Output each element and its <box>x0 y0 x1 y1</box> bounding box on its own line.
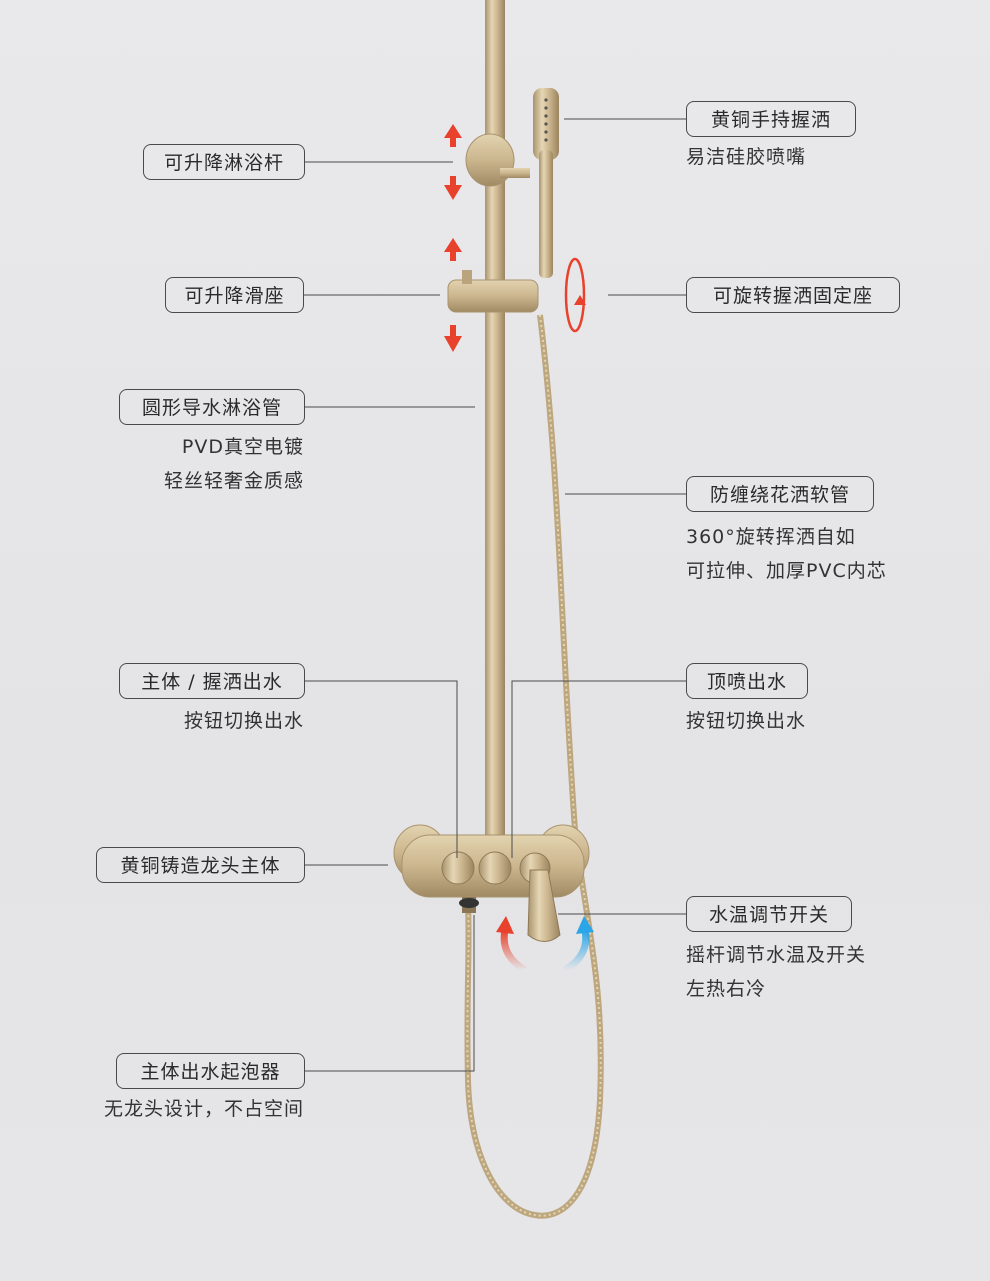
cold-arrow-icon <box>563 929 590 974</box>
temp-switch-sub-2: 左热右冷 <box>686 978 767 1000</box>
temp-switch-sub-1: 摇杆调节水温及开关 <box>686 944 867 966</box>
label-top-spray: 顶喷出水 <box>686 663 808 699</box>
label-handheld: 黄铜手持握洒 <box>686 101 856 137</box>
aerator-description: 无龙头设计，不占空间 <box>103 1098 304 1120</box>
shower-hose <box>464 314 604 1219</box>
hose-description: 360°旋转挥洒自如 可拉伸、加厚PVC内芯 <box>686 520 887 588</box>
label-hose: 防缠绕花洒软管 <box>686 476 874 512</box>
label-round-pipe: 圆形导水淋浴管 <box>119 389 305 425</box>
round-pipe-sub-2: 轻丝轻奢金质感 <box>163 470 304 492</box>
temperature-lever <box>527 869 561 942</box>
handheld-description: 易洁硅胶喷嘴 <box>686 146 807 168</box>
label-temp-switch: 水温调节开关 <box>686 896 852 932</box>
top-spray-description: 按钮切换出水 <box>686 710 807 732</box>
up-down-arrow-icon <box>444 124 462 352</box>
outlet-button <box>441 851 475 885</box>
label-aerator: 主体出水起泡器 <box>116 1053 305 1089</box>
round-pipe-description: PVD真空电镀 轻丝轻奢金质感 <box>164 430 304 498</box>
top-spray-button <box>478 851 512 885</box>
temp-switch-description: 摇杆调节水温及开关 左热右冷 <box>686 938 866 1006</box>
leader-lines <box>304 118 686 1072</box>
hot-arrow-icon <box>500 929 527 974</box>
hose-sub-1: 360°旋转挥洒自如 <box>686 526 856 548</box>
round-pipe-sub-1: PVD真空电镀 <box>181 436 304 458</box>
label-body-outlet: 主体 / 握洒出水 <box>119 663 305 699</box>
lift-slider <box>447 279 539 313</box>
label-lift-slider: 可升降滑座 <box>165 277 304 313</box>
wall-bracket-upper <box>465 133 515 187</box>
rotate-arrow-icon <box>564 257 586 333</box>
label-brass-body: 黄铜铸造龙头主体 <box>96 847 305 883</box>
label-rotating-holder: 可旋转握洒固定座 <box>686 277 900 313</box>
label-lift-bar: 可升降淋浴杆 <box>143 144 305 180</box>
shower-riser-pipe <box>485 0 505 850</box>
body-outlet-description: 按钮切换出水 <box>183 710 304 732</box>
hose-sub-2: 可拉伸、加厚PVC内芯 <box>686 560 887 582</box>
aerator <box>459 898 479 908</box>
